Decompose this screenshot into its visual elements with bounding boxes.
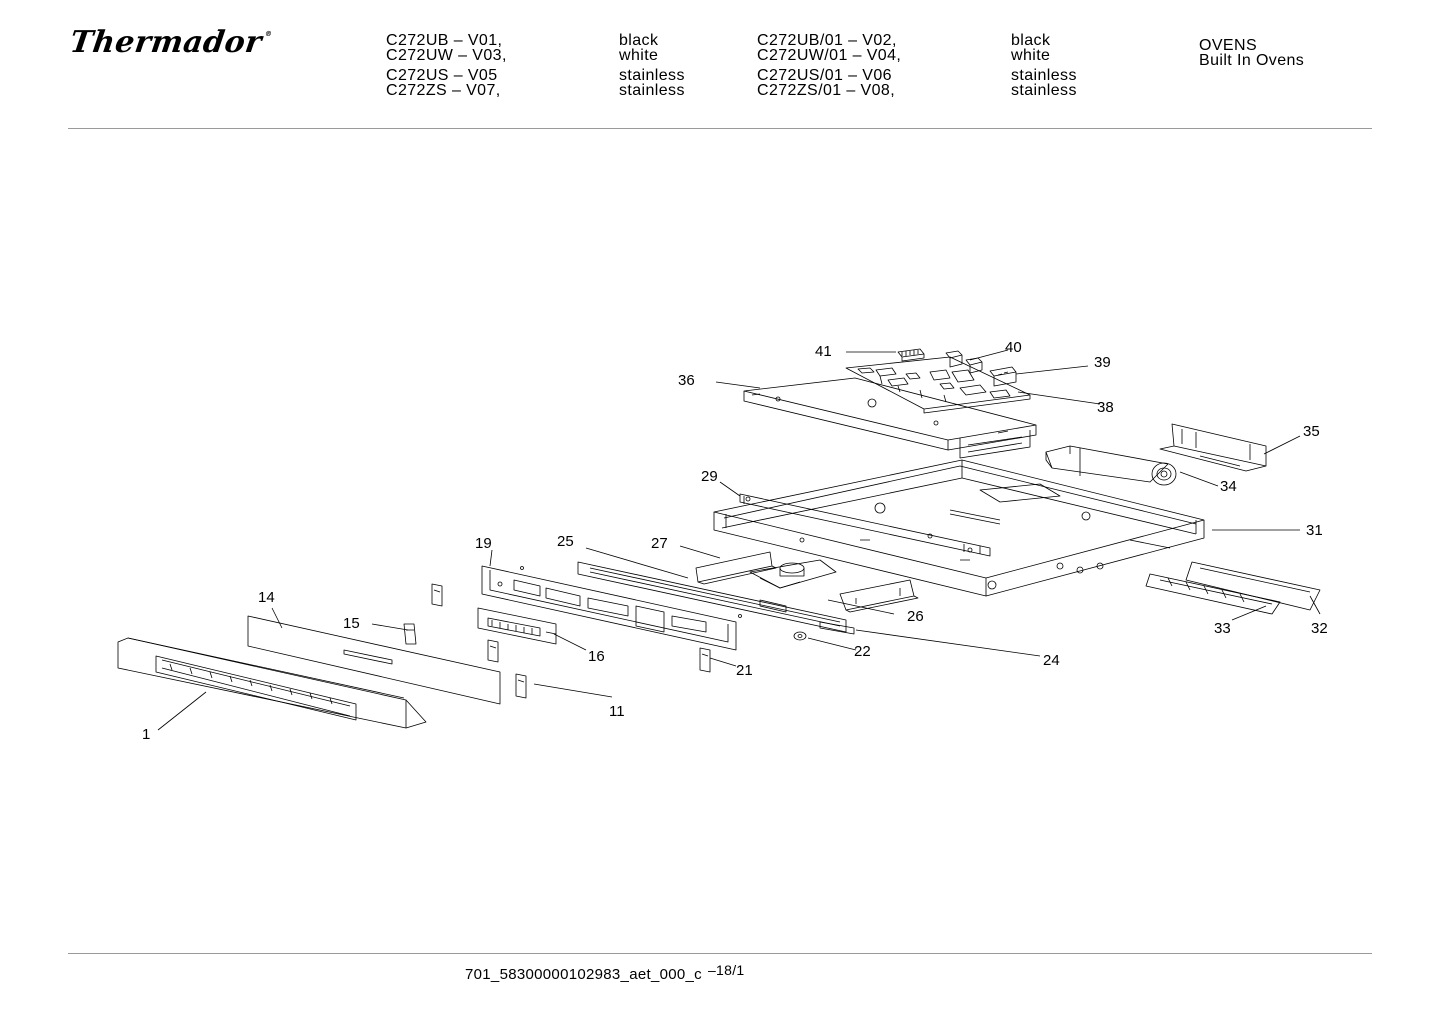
callout-11: 11 bbox=[609, 703, 625, 720]
footer-divider bbox=[68, 953, 1372, 954]
header-divider bbox=[68, 128, 1372, 129]
part-11-clip bbox=[515, 673, 527, 699]
callout-24: 24 bbox=[1043, 652, 1060, 669]
model-number: C272UB/01 – V02, bbox=[757, 32, 897, 49]
part-25-rail bbox=[577, 561, 847, 633]
part-bracket bbox=[431, 583, 443, 607]
product-category: OVENS Built In Ovens bbox=[1199, 37, 1305, 69]
model-color: stainless bbox=[619, 82, 685, 99]
model-number: C272US/01 – V06 bbox=[757, 67, 892, 84]
part-24-trim bbox=[819, 621, 855, 635]
part-35-bracket bbox=[1159, 423, 1267, 472]
part-19-panel-frame bbox=[481, 565, 742, 651]
leader-lines bbox=[157, 349, 1321, 731]
part-41-connector bbox=[897, 348, 925, 362]
part-21-clip bbox=[699, 647, 711, 673]
category-title: OVENS bbox=[1199, 37, 1258, 54]
part-36-top-cover bbox=[743, 377, 1037, 459]
callout-21: 21 bbox=[736, 662, 753, 679]
part-38-control-board bbox=[845, 356, 1031, 414]
part-15-bracket bbox=[403, 623, 417, 645]
callout-36: 36 bbox=[678, 372, 695, 389]
callout-27: 27 bbox=[651, 535, 668, 552]
callout-33: 33 bbox=[1214, 620, 1231, 637]
model-color: white bbox=[1011, 47, 1051, 64]
callout-41: 41 bbox=[815, 343, 832, 360]
model-color: white bbox=[619, 47, 659, 64]
callout-34: 34 bbox=[1220, 478, 1237, 495]
part-14-glass-panel bbox=[247, 615, 501, 705]
model-color: stainless bbox=[619, 67, 685, 84]
diagram-parts bbox=[117, 348, 1321, 729]
part-1-control-panel bbox=[117, 637, 427, 729]
callout-15: 15 bbox=[343, 615, 360, 632]
callout-1: 1 bbox=[142, 726, 150, 743]
model-number: C272ZS/01 – V08, bbox=[757, 82, 896, 99]
model-number: C272UW – V03, bbox=[386, 47, 507, 64]
model-number: C272US – V05 bbox=[386, 67, 498, 84]
model-number: C272UW/01 – V04, bbox=[757, 47, 902, 64]
callout-labels: 1 11 14 15 16 19 21 22 24 25 26 27 29 31… bbox=[142, 339, 1328, 743]
model-color: stainless bbox=[1011, 67, 1077, 84]
model-number: C272ZS – V07, bbox=[386, 82, 501, 99]
callout-25: 25 bbox=[557, 533, 574, 550]
callout-38: 38 bbox=[1097, 399, 1114, 416]
part-29-rail bbox=[739, 493, 991, 557]
callout-32: 32 bbox=[1311, 620, 1328, 637]
document-id: 701_58300000102983_aet_000_c bbox=[465, 966, 702, 983]
footer: 701_58300000102983_aet_000_c –18/1 bbox=[465, 962, 745, 983]
page-number: –18/1 bbox=[707, 962, 745, 978]
callout-19: 19 bbox=[475, 535, 492, 552]
callout-14: 14 bbox=[258, 589, 275, 606]
part-31-chassis bbox=[713, 459, 1205, 597]
callout-39: 39 bbox=[1094, 354, 1111, 371]
callout-16: 16 bbox=[588, 648, 605, 665]
model-color: black bbox=[1011, 32, 1051, 49]
part-27-bracket bbox=[695, 551, 837, 589]
part-16-display-board bbox=[477, 607, 557, 645]
part-32-trim bbox=[1185, 561, 1321, 611]
callout-35: 35 bbox=[1303, 423, 1320, 440]
category-subtitle: Built In Ovens bbox=[1199, 52, 1305, 69]
callout-29: 29 bbox=[701, 468, 718, 485]
part-clip bbox=[487, 639, 499, 663]
part-22-grommet bbox=[793, 631, 807, 641]
model-number: C272UB – V01, bbox=[386, 32, 503, 49]
model-color: stainless bbox=[1011, 82, 1077, 99]
part-26-bracket bbox=[839, 579, 919, 613]
callout-31: 31 bbox=[1306, 522, 1323, 539]
part-33-trim bbox=[1145, 573, 1281, 615]
part-34-blower bbox=[1045, 445, 1177, 486]
callout-26: 26 bbox=[907, 608, 924, 625]
callout-40: 40 bbox=[1005, 339, 1022, 356]
model-color: black bbox=[619, 32, 659, 49]
callout-22: 22 bbox=[854, 643, 871, 660]
part-39-transformer bbox=[989, 366, 1017, 387]
